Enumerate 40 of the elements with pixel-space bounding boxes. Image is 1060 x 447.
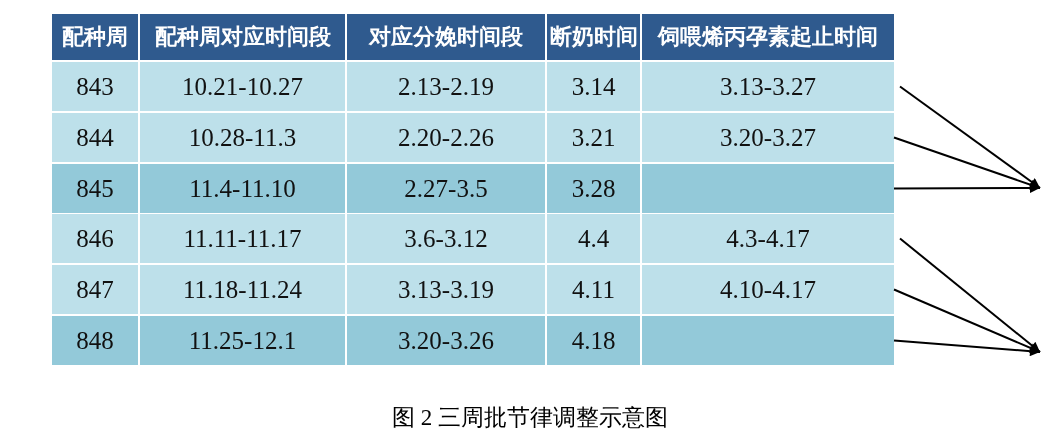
- table-cell: 4.11: [547, 265, 640, 314]
- table-cell: 3.6-3.12: [347, 214, 545, 263]
- table-cell: 846: [52, 214, 138, 263]
- table-cell: 4.4: [547, 214, 640, 263]
- arrow: [893, 288, 1041, 353]
- table-cell: 4.18: [547, 316, 640, 365]
- table-cell: 3.13-3.19: [347, 265, 545, 314]
- table-cell: 2.13-2.19: [347, 62, 545, 111]
- table-cell: 3.21: [547, 113, 640, 162]
- table-cell: 4.10-4.17: [642, 265, 894, 314]
- table-cell: 2.27-3.5: [347, 164, 545, 213]
- table-cell: 11.11-11.17: [140, 214, 345, 263]
- table-cell: 843: [52, 62, 138, 111]
- table-cell: 845: [52, 164, 138, 213]
- table-cell: 11.4-11.10: [140, 164, 345, 213]
- table-cell: 4.3-4.17: [642, 214, 894, 263]
- table-cell: 10.28-11.3: [140, 113, 345, 162]
- table-cell: 2.20-2.26: [347, 113, 545, 162]
- table-cell: 847: [52, 265, 138, 314]
- header-cell: 配种周对应时间段: [140, 14, 345, 60]
- table-cell: 10.21-10.27: [140, 62, 345, 111]
- table-cell: 3.14: [547, 62, 640, 111]
- arrow: [899, 237, 1041, 353]
- header-cell: 饲喂烯丙孕素起止时间: [642, 14, 894, 60]
- table-cell: 3.20-3.26: [347, 316, 545, 365]
- arrow: [893, 339, 1041, 357]
- header-cell: 配种周: [52, 14, 138, 60]
- arrow: [899, 85, 1041, 189]
- arrow: [893, 183, 1041, 194]
- table-cell: 11.18-11.24: [140, 265, 345, 314]
- figure-caption: 图 2 三周批节律调整示意图: [391, 404, 669, 432]
- table-cell: 844: [52, 113, 138, 162]
- arrow: [893, 136, 1041, 190]
- header-cell: 断奶时间: [547, 14, 640, 60]
- table-cell: 11.25-12.1: [140, 316, 345, 365]
- table-cell: 3.28: [547, 164, 640, 213]
- table-cell: 3.20-3.27: [642, 113, 894, 162]
- table-cell: 3.13-3.27: [642, 62, 894, 111]
- header-cell: 对应分娩时间段: [347, 14, 545, 60]
- table-cell: 848: [52, 316, 138, 365]
